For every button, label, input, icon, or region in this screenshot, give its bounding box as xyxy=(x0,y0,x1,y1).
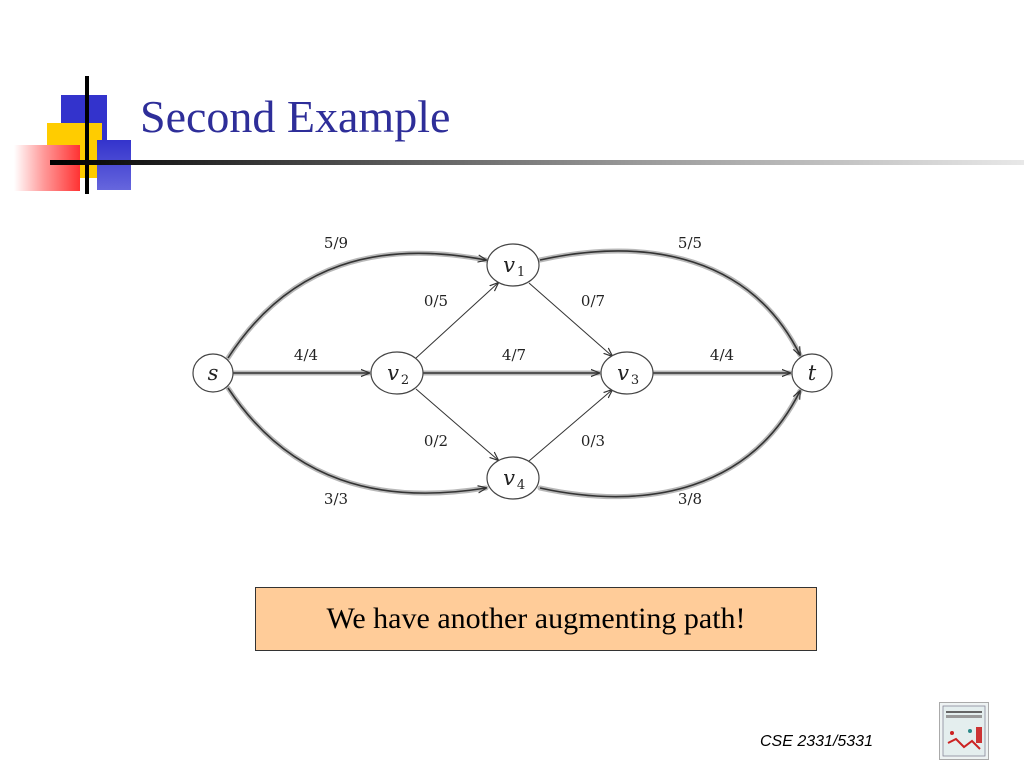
edge-v4-v3 xyxy=(528,390,612,462)
edge-label-v2-v1: 0/5 xyxy=(424,292,448,310)
edge-v2-v1 xyxy=(415,283,498,359)
slide-title: Second Example xyxy=(140,91,451,142)
node-circle-s xyxy=(192,353,234,393)
decor-blue-block xyxy=(97,140,131,190)
edge-label-v2-v3: 4/7 xyxy=(502,346,526,364)
node-circle-v4 xyxy=(486,456,540,500)
edge-label-v4-t: 3/8 xyxy=(678,490,702,508)
node-circle-v3 xyxy=(600,351,654,395)
edge-v4-t xyxy=(539,391,800,498)
edge-label-v4-v3: 0/3 xyxy=(581,432,605,450)
node-label-t: t xyxy=(808,361,817,385)
node-circle-v2 xyxy=(370,351,424,395)
node-t: t xyxy=(791,353,833,393)
course-footer: CSE 2331/5331 xyxy=(760,733,873,750)
edge-label-v2-v4: 0/2 xyxy=(424,432,448,450)
edge-highlight-v1-t xyxy=(537,248,803,358)
edge-s-v1 xyxy=(227,252,486,359)
algorithms-book-logo xyxy=(939,702,989,760)
node-subscript-v1: 1 xyxy=(517,265,525,280)
edge-v2-v4 xyxy=(415,388,498,460)
node-label-v4: v xyxy=(503,466,515,490)
edge-label-s-v1: 5/9 xyxy=(324,234,348,252)
edge-v1-v3 xyxy=(528,282,612,356)
node-subscript-v4: 4 xyxy=(517,478,525,493)
node-subscript-v2: 2 xyxy=(401,373,409,388)
edge-label-s-v4: 3/3 xyxy=(324,490,348,508)
decor-vertical-line xyxy=(85,76,89,194)
decor-red-gradient xyxy=(14,145,80,191)
node-label-v3: v xyxy=(617,361,629,385)
node-label-s: s xyxy=(208,361,219,385)
node-circle-v1 xyxy=(486,243,540,287)
edge-v1-t xyxy=(539,250,800,355)
node-s: s xyxy=(192,353,234,393)
augmenting-path-callout: We have another augmenting path! xyxy=(255,587,817,651)
node-circle-t xyxy=(791,353,833,393)
edge-label-v1-v3: 0/7 xyxy=(581,292,605,310)
node-label-v1: v xyxy=(503,253,515,277)
edge-label-v1-t: 5/5 xyxy=(678,234,702,252)
edge-label-v3-t: 4/4 xyxy=(710,346,734,364)
node-label-v2: v xyxy=(387,361,399,385)
edge-s-v4 xyxy=(227,387,486,494)
node-subscript-v3: 3 xyxy=(631,373,639,388)
title-underline xyxy=(50,160,1024,165)
edge-label-s-v2: 4/4 xyxy=(294,346,318,364)
